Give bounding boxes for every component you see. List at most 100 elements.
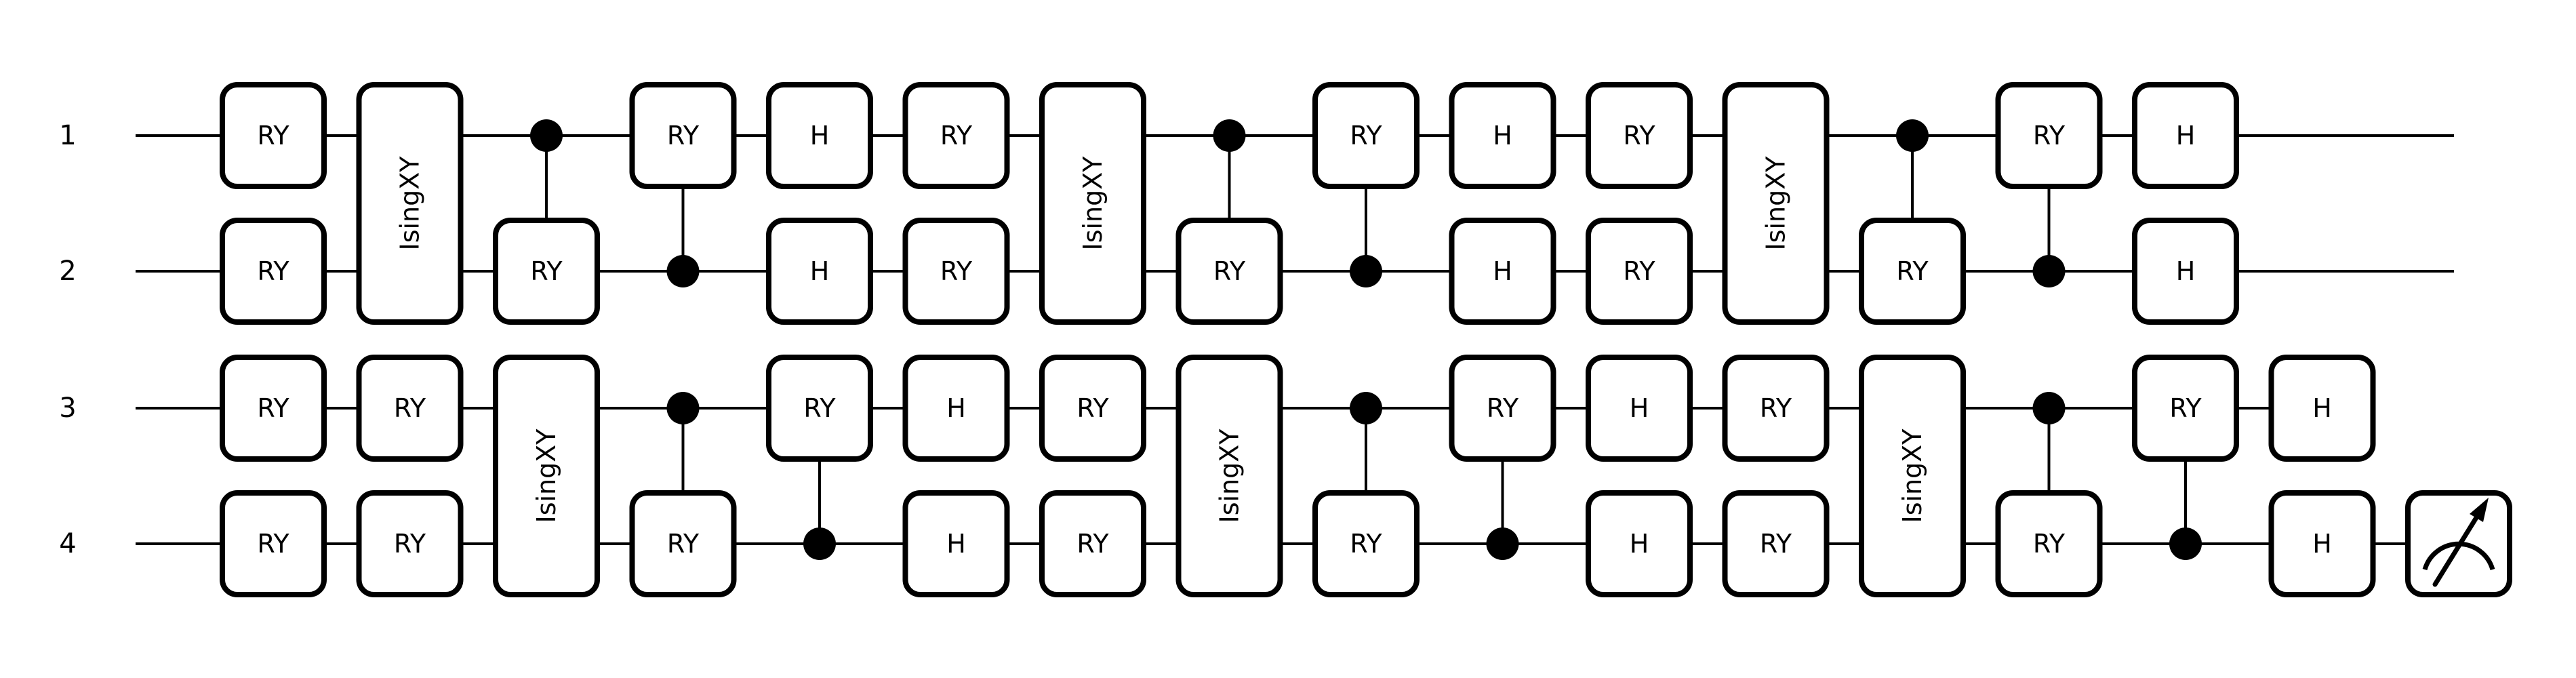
ry-gate: RY xyxy=(1586,218,1693,325)
gate-label: RY xyxy=(2033,529,2066,559)
isingxy-gate: IsingXY xyxy=(493,355,600,597)
control-dot xyxy=(1896,119,1929,152)
gate-box xyxy=(902,82,1010,189)
h-gate: H xyxy=(1449,82,1556,189)
controlled-ry-gate: RY xyxy=(1175,218,1283,325)
gate-box xyxy=(1995,82,2103,189)
gate-box xyxy=(629,490,737,597)
gate-box xyxy=(2132,355,2239,462)
isingxy-gate: IsingXY xyxy=(1175,355,1283,597)
gate-box xyxy=(1175,355,1283,597)
gate-label: RY xyxy=(667,529,700,559)
ry-gate: RY xyxy=(220,355,327,462)
h-gate: H xyxy=(1449,218,1556,325)
gate-box xyxy=(220,82,327,189)
ry-gate: RY xyxy=(220,82,327,189)
gate-label: H xyxy=(2176,121,2196,151)
ry-gate: RY xyxy=(220,490,327,597)
gate-label: RY xyxy=(803,393,836,423)
control-dot xyxy=(1213,119,1246,152)
gate-box xyxy=(2132,82,2239,189)
gate-box xyxy=(2268,490,2376,597)
gate-label: RY xyxy=(1350,529,1382,559)
gate-box xyxy=(902,218,1010,325)
gate-label: H xyxy=(810,121,830,151)
gate-layer: RY RY RY RY IsingXY RY RY RY IsingXY RY RY H H RY RY RY… xyxy=(220,82,2512,597)
gate-box xyxy=(2132,218,2239,325)
gate-label: RY xyxy=(257,529,289,559)
gate-box xyxy=(766,355,873,462)
wire-label: 1 xyxy=(59,120,76,151)
gate-box xyxy=(1586,490,1693,597)
controlled-ry-gate: RY xyxy=(493,218,600,325)
control-dot xyxy=(1486,527,1519,560)
h-gate: H xyxy=(2132,218,2239,325)
control-dot xyxy=(666,255,700,287)
meter-icon xyxy=(2422,498,2495,587)
gate-label: H xyxy=(946,393,966,423)
gate-label: IsingXY xyxy=(1078,156,1108,251)
gate-label: H xyxy=(1493,256,1512,286)
control-dot xyxy=(666,392,700,424)
gate-label: RY xyxy=(257,256,289,286)
gate-box xyxy=(220,218,327,325)
gate-label: IsingXY xyxy=(1215,428,1245,523)
controlled-ry-gate: RY xyxy=(1995,82,2103,189)
gate-label: RY xyxy=(940,256,973,286)
controlled-ry-gate: RY xyxy=(766,355,873,462)
gate-box xyxy=(902,490,1010,597)
gate-label: RY xyxy=(1076,393,1109,423)
gate-label: IsingXY xyxy=(531,428,561,523)
h-gate: H xyxy=(766,218,873,325)
gate-box xyxy=(1449,218,1556,325)
isingxy-gate: IsingXY xyxy=(1039,82,1146,325)
ry-gate: RY xyxy=(902,218,1010,325)
control-dot xyxy=(2169,527,2202,560)
gate-label: H xyxy=(2176,256,2196,286)
gate-label: RY xyxy=(1487,393,1519,423)
gate-label: H xyxy=(2312,393,2332,423)
gate-label: RY xyxy=(2169,393,2202,423)
isingxy-gate: IsingXY xyxy=(1722,82,1830,325)
h-gate: H xyxy=(2268,490,2376,597)
controlled-ry-gate: RY xyxy=(2132,355,2239,462)
gate-box xyxy=(1039,82,1146,325)
wire-label: 4 xyxy=(59,528,76,559)
gate-label: RY xyxy=(1896,256,1929,286)
ry-gate: RY xyxy=(356,355,464,462)
h-gate: H xyxy=(902,490,1010,597)
gate-label: RY xyxy=(1350,121,1382,151)
gate-label: H xyxy=(1493,121,1512,151)
control-dot xyxy=(2032,255,2066,287)
ry-gate: RY xyxy=(1722,355,1830,462)
gate-box xyxy=(1586,218,1693,325)
gate-label: H xyxy=(946,529,966,559)
gate-box xyxy=(1586,355,1693,462)
gate-box xyxy=(356,490,464,597)
ry-gate: RY xyxy=(1039,490,1146,597)
ry-gate: RY xyxy=(220,218,327,325)
gate-box xyxy=(356,355,464,462)
ry-gate: RY xyxy=(356,490,464,597)
measure-gate xyxy=(2405,490,2512,597)
gate-box xyxy=(1722,490,1830,597)
ry-gate: RY xyxy=(1039,355,1146,462)
gate-label: RY xyxy=(257,121,289,151)
gate-box xyxy=(1722,355,1830,462)
gate-box xyxy=(629,82,737,189)
control-dot xyxy=(2032,392,2066,424)
controlled-ry-gate: RY xyxy=(1312,82,1420,189)
controlled-ry-gate: RY xyxy=(629,82,737,189)
controlled-ry-gate: RY xyxy=(1449,355,1556,462)
gate-label: IsingXY xyxy=(1761,156,1791,251)
gate-box xyxy=(1449,355,1556,462)
gate-label: RY xyxy=(2033,121,2066,151)
gate-box xyxy=(766,82,873,189)
ry-gate: RY xyxy=(1586,82,1693,189)
controlled-ry-gate: RY xyxy=(1995,490,2103,597)
gate-box xyxy=(1039,490,1146,597)
h-gate: H xyxy=(1586,355,1693,462)
gate-box xyxy=(1586,82,1693,189)
